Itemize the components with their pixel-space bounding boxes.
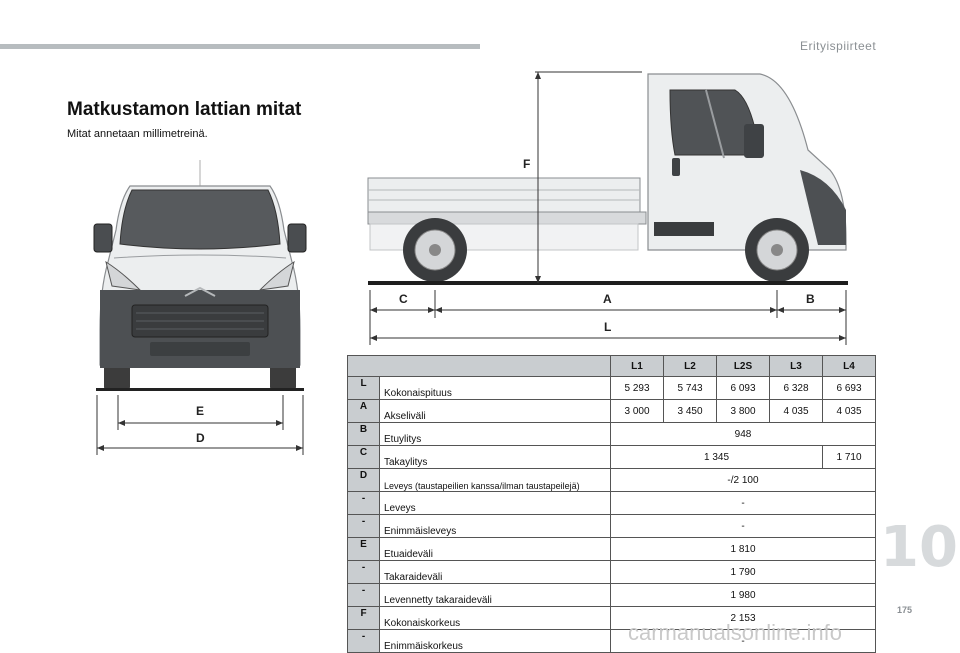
row-code: -	[347, 583, 380, 607]
row-name: Enimmäiskorkeus	[379, 629, 611, 653]
cell-value: -/2 100	[610, 468, 876, 492]
cell-value: 6 093	[716, 376, 770, 400]
section-title: Erityispiirteet	[800, 39, 877, 53]
row-code: L	[347, 376, 380, 400]
row-code: E	[347, 537, 380, 561]
top-rule	[0, 44, 480, 49]
label-a: A	[603, 292, 612, 306]
row-code: B	[347, 422, 380, 446]
row-code: -	[347, 629, 380, 653]
row-name: Kokonaiskorkeus	[379, 606, 611, 630]
side-view-van	[367, 73, 848, 285]
watermark: carmanualsonline.info	[628, 620, 843, 645]
cell-value: 6 328	[769, 376, 823, 400]
table-row: L Kokonaispituus 5 293 5 743 6 093 6 328…	[347, 376, 876, 400]
table-row: C Takaylitys 1 345 1 710	[347, 445, 876, 469]
table-row: D Leveys (taustapeilien kanssa/ilman tau…	[347, 468, 876, 492]
chapter-number: 10	[880, 515, 958, 580]
row-name: Takaraideväli	[379, 560, 611, 584]
label-e: E	[196, 404, 204, 418]
cell-value: 1 810	[610, 537, 876, 561]
page-number: 175	[897, 605, 913, 615]
cell-value: 3 000	[610, 399, 664, 423]
row-code: D	[347, 468, 380, 492]
label-d: D	[196, 431, 205, 445]
dimensions-table: L1 L2 L2S L3 L4 L Kokonaispituus 5 293 5…	[347, 355, 876, 653]
cell-value: 1 710	[822, 445, 876, 469]
row-name: Kokonaispituus	[379, 376, 611, 400]
table-header-row: L1 L2 L2S L3 L4	[347, 355, 876, 377]
cell-value: 948	[610, 422, 876, 446]
cell-value: 4 035	[769, 399, 823, 423]
row-name: Etuylitys	[379, 422, 611, 446]
dimension-cab: C A B	[369, 290, 847, 345]
row-name: Levennetty takaraideväli	[379, 583, 611, 607]
row-name: Leveys	[379, 491, 611, 515]
label-b: B	[806, 292, 815, 306]
cell-value: 5 293	[610, 376, 664, 400]
dimension-l: L	[370, 320, 846, 341]
row-name: Etuaideväli	[379, 537, 611, 561]
row-code: A	[347, 399, 380, 423]
dimension-e: E	[117, 395, 284, 430]
row-code: -	[347, 491, 380, 515]
cell-value: 1 345	[610, 445, 823, 469]
cell-value: 5 743	[663, 376, 717, 400]
column-header: L2S	[716, 355, 770, 377]
cell-value: 4 035	[822, 399, 876, 423]
label-f: F	[523, 157, 530, 171]
table-row: A Akseliväli 3 000 3 450 3 800 4 035 4 0…	[347, 399, 876, 423]
table-row: B Etuylitys 948	[347, 422, 876, 446]
table-row: - Leveys -	[347, 491, 876, 515]
row-code: C	[347, 445, 380, 469]
table-row: F Kokonaiskorkeus 2 153	[347, 606, 876, 630]
label-c: C	[399, 292, 408, 306]
dimension-d: D	[96, 395, 304, 455]
cell-value: 6 693	[822, 376, 876, 400]
table-row: - Enimmäisleveys -	[347, 514, 876, 538]
column-header: L2	[663, 355, 717, 377]
column-header: L3	[769, 355, 823, 377]
row-code: -	[347, 560, 380, 584]
cell-value: 3 450	[663, 399, 717, 423]
column-header: L4	[822, 355, 876, 377]
page-title: Matkustamon lattian mitat	[67, 99, 302, 120]
table-row: E Etuaideväli 1 810	[347, 537, 876, 561]
row-code: -	[347, 514, 380, 538]
row-name: Enimmäisleveys	[379, 514, 611, 538]
dimension-f: F	[523, 71, 642, 283]
label-l: L	[604, 320, 611, 334]
row-name: Leveys (taustapeilien kanssa/ilman taust…	[379, 468, 611, 492]
row-name: Akseliväli	[379, 399, 611, 423]
cell-value: -	[610, 491, 876, 515]
cell-value: -	[610, 514, 876, 538]
table-row: - Levennetty takaraideväli 1 980	[347, 583, 876, 607]
cell-value: 1 980	[610, 583, 876, 607]
table-row: - Takaraideväli 1 790	[347, 560, 876, 584]
column-header: L1	[610, 355, 664, 377]
row-name: Takaylitys	[379, 445, 611, 469]
page-subtitle: Mitat annetaan millimetreinä.	[67, 128, 208, 140]
cell-value: 3 800	[716, 399, 770, 423]
front-view-van	[93, 160, 307, 391]
row-code: F	[347, 606, 380, 630]
cell-value: 1 790	[610, 560, 876, 584]
